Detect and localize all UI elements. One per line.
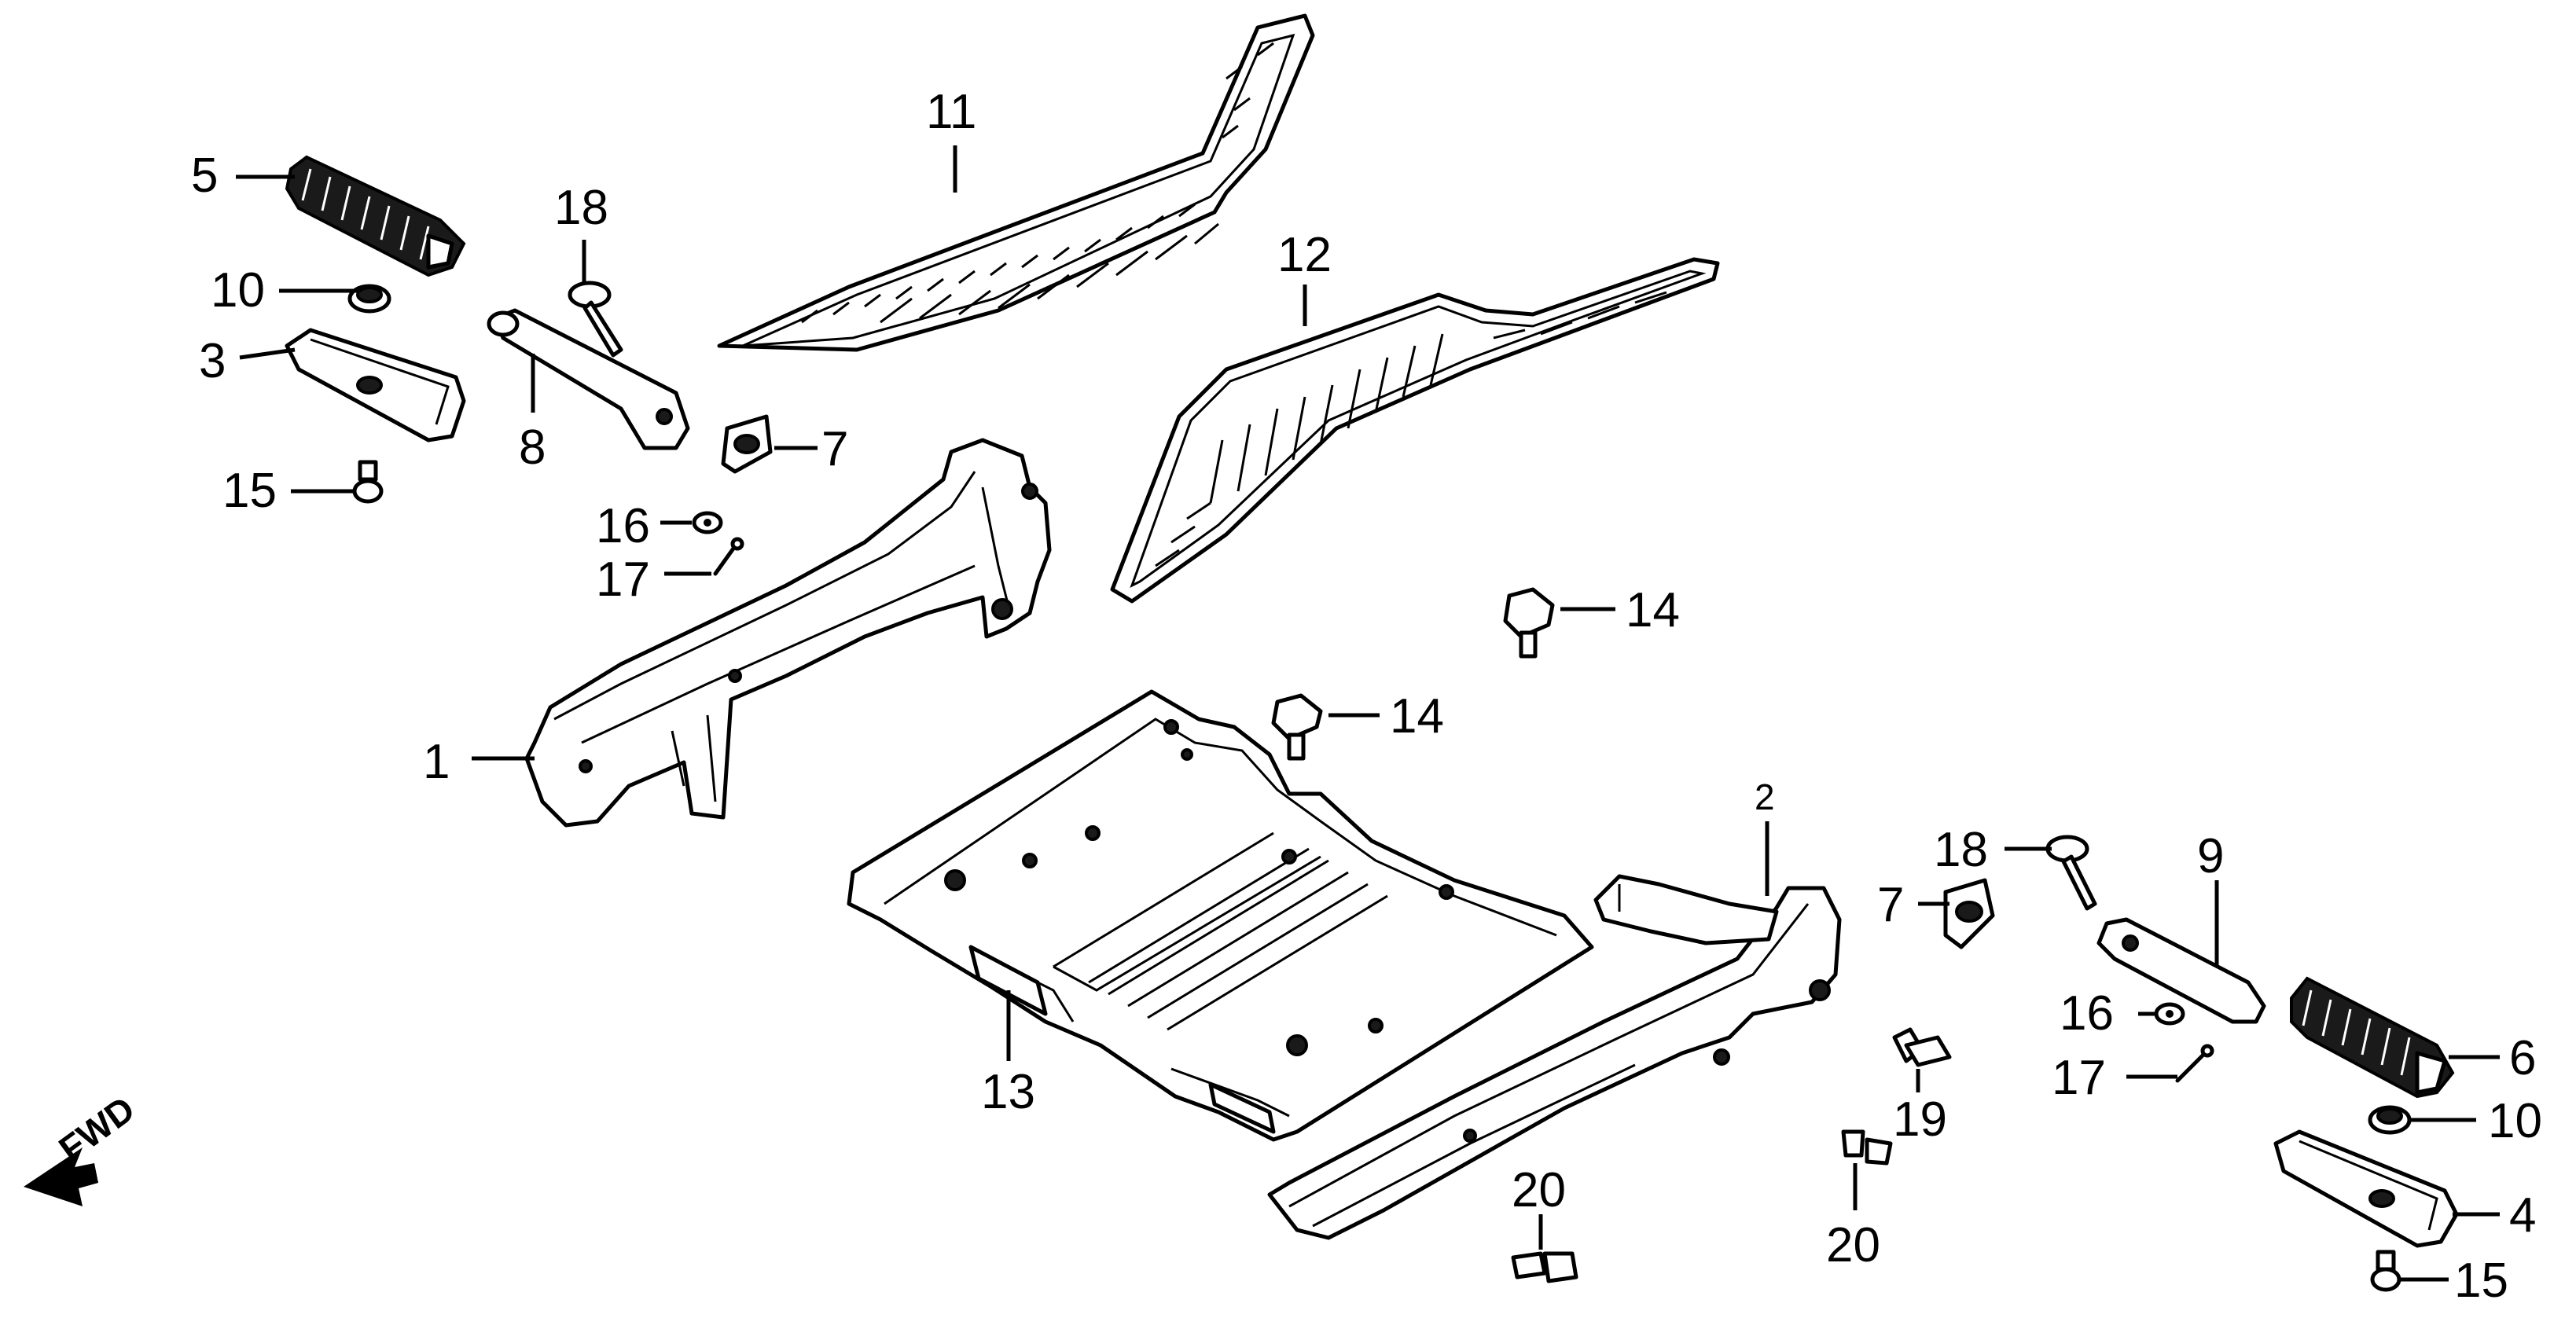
label-part-4: 4 bbox=[2509, 1188, 2536, 1243]
part-14-bolt-upper bbox=[1503, 587, 1555, 659]
label-part-14-upper: 14 bbox=[1626, 583, 1680, 637]
label-part-1: 1 bbox=[423, 735, 450, 789]
part-13-floor-plate bbox=[847, 689, 1594, 1142]
part-4-footpeg-bracket-right bbox=[2273, 1129, 2459, 1248]
label-part-7-right: 7 bbox=[1877, 878, 1904, 932]
part-20-screw-left bbox=[1511, 1251, 1578, 1283]
part-15-bolt-right bbox=[2370, 1250, 2401, 1292]
label-part-15-left: 15 bbox=[222, 464, 277, 518]
fwd-arrow: FWD bbox=[24, 1088, 142, 1206]
part-8-footpeg-arm-left bbox=[487, 308, 690, 450]
label-part-6: 6 bbox=[2509, 1031, 2536, 1085]
label-part-16-left: 16 bbox=[596, 499, 650, 553]
label-part-20-right: 20 bbox=[1826, 1218, 1880, 1272]
label-part-11: 11 bbox=[926, 85, 976, 139]
part-11-floor-mat-left bbox=[717, 13, 1315, 352]
part-18-pin-left bbox=[568, 281, 623, 358]
part-16-washer-right bbox=[2154, 1002, 2185, 1026]
label-part-10-left: 10 bbox=[211, 263, 265, 318]
part-7-grommet-right bbox=[1943, 878, 1995, 949]
leader-lines bbox=[236, 145, 2500, 1282]
part-5-footpeg-rubber-left bbox=[285, 155, 466, 277]
fwd-label: FWD bbox=[51, 1088, 141, 1169]
part-18-pin-right bbox=[2045, 835, 2097, 911]
part-10-collar-left bbox=[347, 284, 391, 314]
label-part-17-left: 17 bbox=[596, 553, 650, 607]
label-part-20-left: 20 bbox=[1512, 1163, 1566, 1217]
label-part-7-left: 7 bbox=[821, 422, 848, 476]
part-1-frame-rail-left bbox=[524, 438, 1052, 828]
part-17-cotter-pin-right bbox=[2175, 1044, 2214, 1083]
part-17-cotter-pin-left bbox=[713, 537, 744, 576]
part-3-footpeg-bracket-left bbox=[285, 328, 466, 442]
label-part-18-left: 18 bbox=[554, 181, 608, 235]
label-part-17-right: 17 bbox=[2052, 1051, 2106, 1105]
label-part-19: 19 bbox=[1893, 1092, 1947, 1147]
part-10-collar-right bbox=[2368, 1105, 2412, 1135]
label-part-10-right: 10 bbox=[2488, 1094, 2542, 1148]
label-part-5: 5 bbox=[191, 149, 218, 203]
part-labels: 5 11 12 18 10 3 8 7 15 16 17 14 14 1 2 1… bbox=[191, 85, 2542, 1308]
label-part-14-lower: 14 bbox=[1390, 689, 1444, 743]
label-part-9: 9 bbox=[2197, 829, 2224, 883]
part-2-frame-rail-right bbox=[1267, 874, 1842, 1240]
part-19-bolt bbox=[1892, 1027, 1952, 1067]
label-part-15-right: 15 bbox=[2454, 1254, 2508, 1308]
label-part-3: 3 bbox=[199, 334, 226, 388]
label-part-8: 8 bbox=[519, 420, 546, 475]
label-part-16-right: 16 bbox=[2060, 986, 2114, 1041]
part-12-floor-mat-right bbox=[1110, 257, 1720, 604]
label-part-13: 13 bbox=[981, 1065, 1035, 1119]
part-7-grommet-left bbox=[721, 414, 773, 474]
part-15-bolt-left bbox=[352, 460, 384, 504]
part-16-washer-left bbox=[692, 511, 723, 534]
label-part-18-right: 18 bbox=[1934, 823, 1988, 877]
label-part-2: 2 bbox=[1755, 776, 1775, 817]
part-9-footpeg-arm-right bbox=[2096, 917, 2266, 1024]
part-20-screw-right bbox=[1841, 1129, 1893, 1166]
part-6-footpeg-rubber-right bbox=[2290, 976, 2455, 1099]
label-part-12: 12 bbox=[1277, 228, 1332, 282]
part-14-bolt-lower bbox=[1271, 693, 1323, 761]
